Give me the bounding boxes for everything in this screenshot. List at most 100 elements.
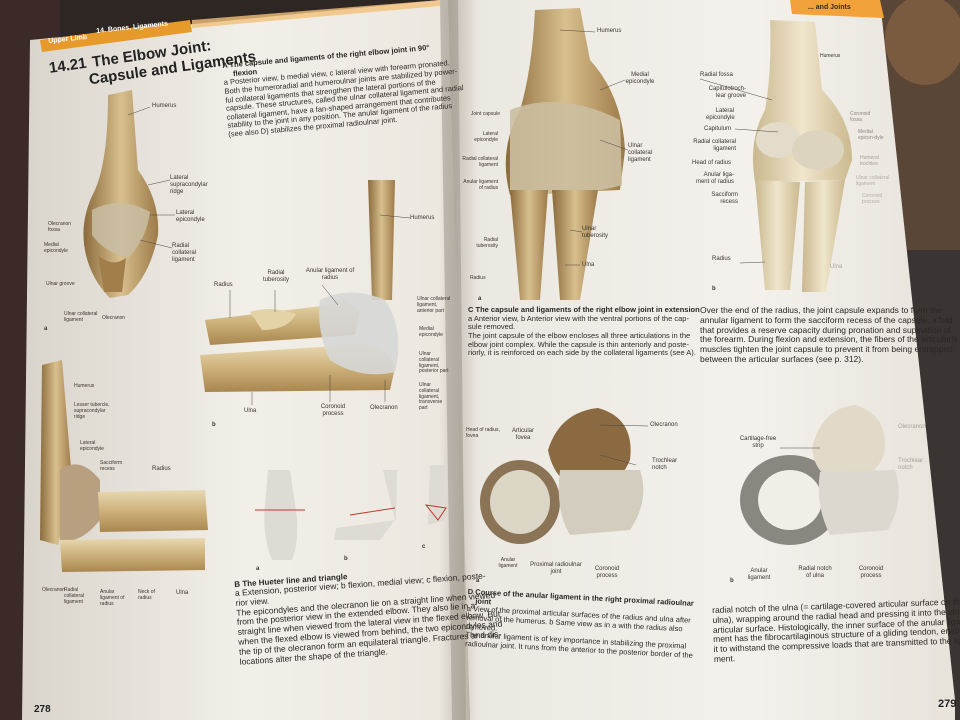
label-radial-collateral-c: Radial collateral ligament — [64, 587, 85, 605]
caption-c: C The capsule and ligaments of the right… — [468, 305, 700, 358]
label-c-medial-epicondyle: Medial epicondyle — [625, 72, 655, 85]
label-cb-radius: Radius — [712, 256, 731, 262]
label-medial-epicondyle-b: Medial epicondyle — [419, 326, 443, 338]
label-humerus-b: Humerus — [410, 215, 435, 221]
label-radius: Radius — [214, 282, 233, 288]
right-header: ... and Joints — [808, 4, 851, 11]
caption-c-title: C The capsule and ligaments of the right… — [468, 305, 700, 314]
label-olecranon-b: Olecranon — [370, 405, 398, 411]
figure-letter-c-a: a — [478, 296, 482, 302]
label-humerus: Humerus — [152, 103, 177, 109]
label-cb-humerus: Humerus — [820, 53, 841, 59]
caption-c-line: The joint capsule of the elbow encloses … — [468, 330, 691, 340]
label-cb-ulnar-collateral: Ulnar collateral ligament — [856, 175, 890, 187]
label-c-joint-capsule: Joint capsule — [470, 111, 500, 117]
label-radius-c: Radius — [152, 466, 171, 472]
label-humerus-c: Humerus — [74, 383, 95, 389]
figure-letter-d-b: b — [730, 578, 734, 584]
label-cb-sacciform: Sacciform recess — [711, 192, 738, 205]
hueter-letter-a: a — [256, 566, 260, 572]
label-ulnar-collateral: Ulnar collateral ligament — [64, 311, 98, 323]
label-d-olecranon: Olecranon — [650, 422, 678, 428]
label-d-head-radius: Head of radius, fovea — [466, 427, 500, 439]
label-anular-ligament: Anular ligament of radius — [305, 268, 355, 281]
figure-letter-c: c — [20, 600, 24, 606]
label-lateral-epicondyle-c: Lateral epicondyle — [80, 440, 104, 452]
label-anular-ligament-c: Anular ligament of radius — [100, 589, 125, 607]
label-ulnar-coll-ant: Ulnar collateral ligament, anterior part — [417, 296, 451, 314]
caption-c2-line: between the articular surfaces (see p. 3… — [700, 353, 864, 364]
label-cb-capitulum: Capitulum — [704, 126, 732, 132]
label-c-ulnar-tuberosity: Ulnar tuberosity — [582, 226, 609, 239]
label-ulnar-coll-post: Ulnar collateral ligament, posterior par… — [419, 351, 449, 375]
left-page-number: 278 — [34, 704, 51, 715]
caption-c2-line: muscles tighten the joint capsule to pre… — [700, 344, 953, 355]
label-d-trochlear-notch: Trochlear notch — [652, 458, 678, 471]
label-c-radial-collateral: Radial collateral ligament — [462, 156, 498, 168]
label-db-trochlear-notch: Trochlear notch — [898, 458, 924, 471]
label-ulna: Ulna — [244, 408, 257, 414]
label-d-coronoid: Coronoid process — [594, 566, 620, 579]
label-sacciform: Sacciform recess — [100, 460, 123, 472]
caption-c-line: a Anterior view, b Anterior view with th… — [468, 313, 689, 323]
label-cb-lateral-epicondyle: Lateral epicondyle — [706, 108, 735, 121]
label-db-cartilage-free: Cartilage-free strip — [739, 436, 777, 449]
caption-b: B The Hueter line and triangle a Extensi… — [234, 562, 504, 668]
label-cb-radial-fossa: Radial fossa — [700, 72, 734, 78]
label-radial-tuberosity: Radial tuberosity — [262, 270, 289, 283]
caption-d: D Course of the anular ligament in the r… — [465, 587, 696, 660]
label-lateral-epicondyle: Lateral epicondyle — [176, 210, 205, 223]
label-coronoid: Coronoid process — [320, 404, 346, 417]
caption-c2-line: annular ligament to form the sacciform r… — [700, 314, 953, 325]
label-lesser-tubercle: Lesser tubercle, supracondylar ridge — [74, 402, 110, 420]
caption-c2-line: that provides a reserve capacity during … — [700, 324, 951, 335]
label-c-ulna: Ulna — [582, 262, 595, 268]
label-c-radial-tuberosity: Radial tuberosity — [476, 237, 498, 249]
caption-d-continued: radial notch of the ulna (= cartilage-co… — [712, 596, 960, 665]
caption-c2-line: Over the end of the radius, the joint ca… — [700, 305, 942, 315]
hueter-letter-b: b — [344, 556, 348, 562]
label-cb-humeral-trochlea: Humeral trochlea — [860, 155, 879, 167]
caption-c-body: a Anterior view, b Anterior view with th… — [468, 313, 700, 358]
caption-c-continued: Over the end of the radius, the joint ca… — [700, 305, 958, 365]
label-cb-coronoid-fossa: Coronoid fossa — [850, 111, 871, 123]
label-ulnar-groove: Ulnar groove — [46, 281, 75, 287]
hueter-letter-c: c — [422, 544, 426, 550]
label-cb-head-radius: Head of radius — [692, 160, 732, 166]
label-cb-capitulotrochlear: Capitulotroch-lear groove — [708, 86, 746, 99]
label-olecranon-c: Olecranon — [42, 587, 66, 593]
caption-c2-line: the forearm. During flexion and extensio… — [700, 334, 958, 345]
label-c-humerus: Humerus — [597, 28, 622, 34]
label-d-anular-ligament: Anular ligament — [498, 557, 518, 569]
label-ulna-c: Ulna — [176, 590, 189, 596]
label-db-olecranon: Olecranon — [898, 424, 926, 430]
label-radial-collateral: Radial collateral ligament — [172, 243, 197, 263]
figure-letter-d-a: a — [476, 578, 480, 584]
label-lateral-supracondylar: Lateral supracondylar ridge — [170, 175, 208, 195]
label-cb-radial-collateral: Radial collateral ligament — [693, 139, 736, 152]
heading-number: 14.21 — [48, 54, 88, 77]
label-c-anular-ligament: Anular ligament of radius — [463, 179, 498, 191]
figure-letter-b: b — [212, 422, 216, 428]
label-d-proximal-radioulnar: Proximal radioulnar joint — [530, 562, 582, 575]
caption-c-line: elbow joint complex. While the capsule i… — [468, 339, 689, 349]
figure-letter-a: a — [44, 326, 48, 332]
label-olecranon: Olecranon — [102, 315, 126, 321]
caption-c-line: riorly, it is reinforced on each side by… — [468, 348, 696, 358]
label-cb-anular-ligament: Anular liga-ment of radius — [695, 172, 734, 185]
label-cb-ulna: Ulna — [830, 264, 843, 270]
label-cb-medial-epicondyle: Medial epicon-dyle — [858, 129, 884, 141]
label-ulnar-coll-trans: Ulnar collateral ligament, transverse pa… — [419, 382, 443, 411]
label-db-radial-notch: Radial notch of ulna — [798, 566, 832, 579]
figure-letter-c-b: b — [712, 286, 716, 292]
label-c-ulnar-collateral: Ulnar collateral ligament — [628, 143, 653, 163]
label-olecranon-fossa: Olecranon fossa — [48, 221, 72, 233]
label-d-articular-fovea: Articular fovea — [511, 428, 534, 441]
label-c-lateral-epicondyle: Lateral epicondyle — [474, 131, 498, 143]
label-cb-coronoid: Coronoid process — [862, 193, 883, 205]
label-medial-epicondyle: Medial epicondyle — [44, 242, 68, 254]
label-db-coronoid: Coronoid process — [858, 566, 884, 579]
label-neck-radius: Neck of radius — [138, 589, 155, 601]
